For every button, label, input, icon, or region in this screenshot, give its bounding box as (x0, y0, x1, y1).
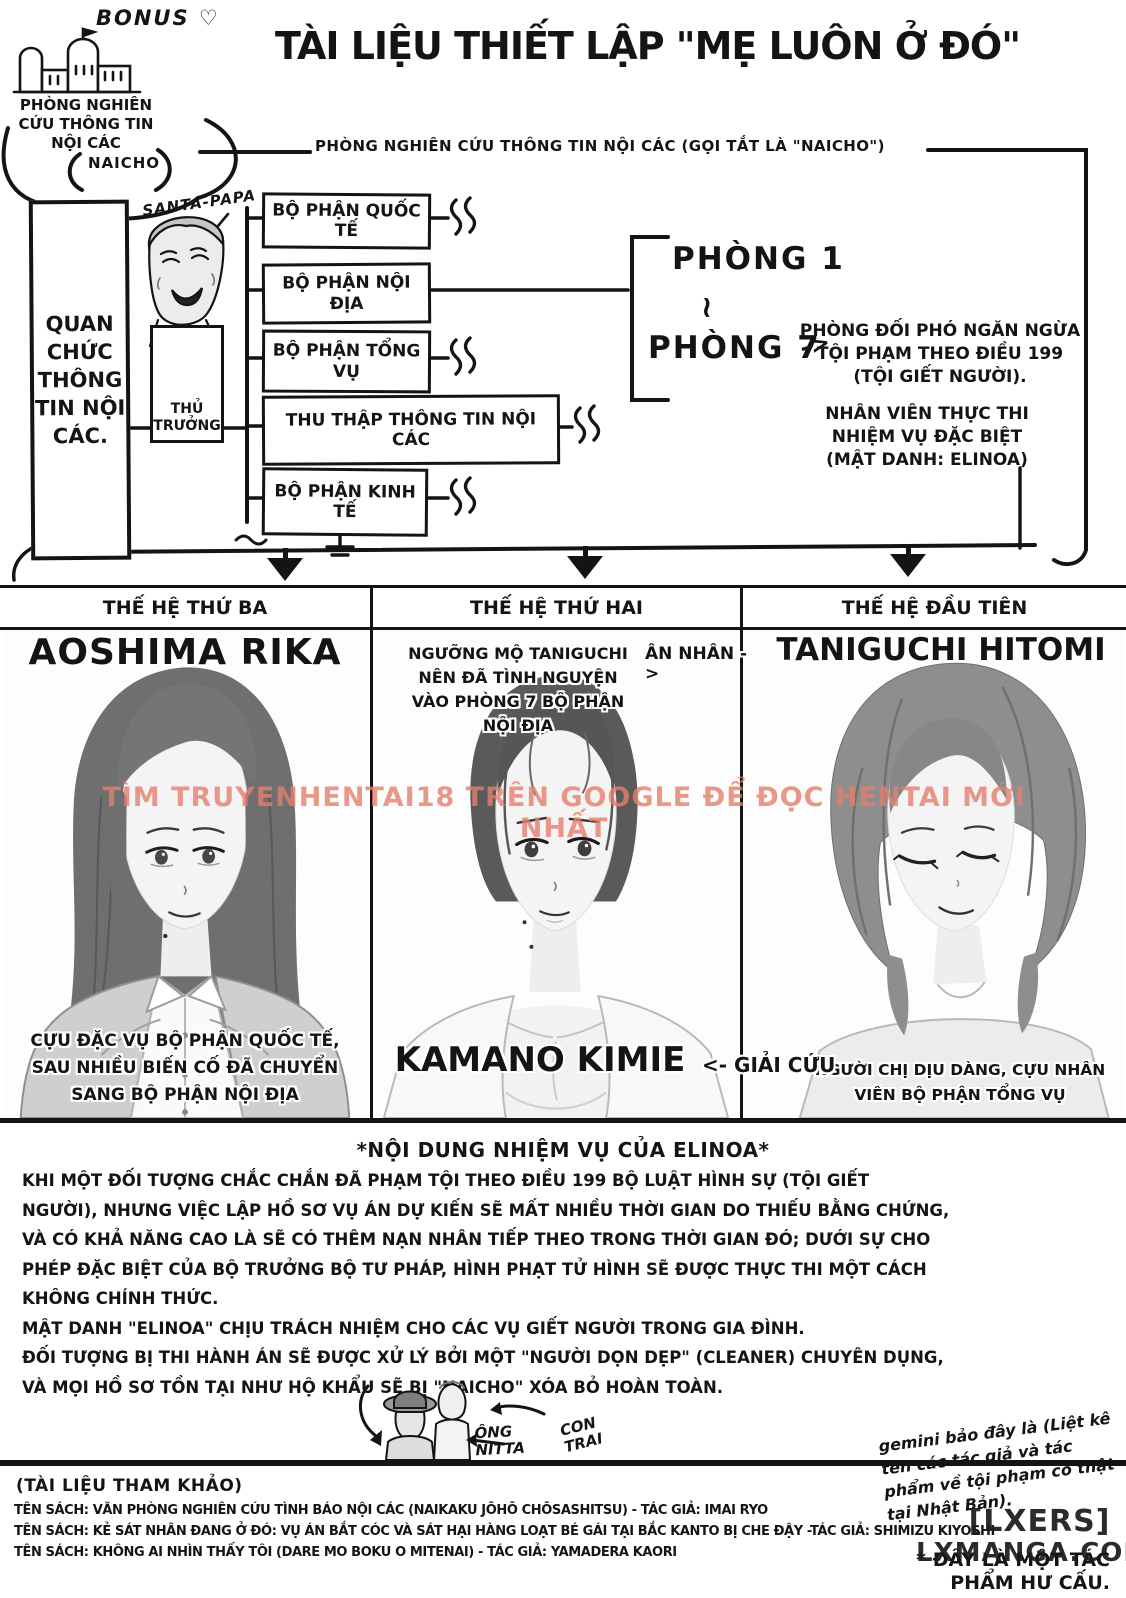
org-chart-lines (1, 27, 1088, 582)
dept-general-affairs: BỘ PHẬN TỔNG VỤ (261, 329, 432, 394)
site-watermark-lxers: [LXERS] (968, 1504, 1111, 1539)
site-watermark-lxmanga: LXMANGA.COM (916, 1538, 1126, 1568)
room-7-label: PHÒNG 7 (648, 330, 821, 366)
building-caption: PHÒNG NGHIÊN CỨU THÔNG TIN NỘI CÁC (18, 96, 154, 152)
room-1-label: PHÒNG 1 (672, 241, 845, 277)
column-header: THẾ HỆ THỨ BA (0, 588, 370, 630)
rooms-range-tilde: ~ (689, 294, 725, 321)
page-title: TÀI LIỆU THIẾT LẬP "MẸ LUÔN Ở ĐÓ" (274, 24, 1021, 68)
column-third-generation: THẾ HỆ THỨ BA (0, 588, 370, 1118)
footer-divider (0, 1460, 1126, 1466)
reference-book: TÊN SÁCH: VĂN PHÒNG NGHIÊN CỨU TÌNH BÁO … (14, 1503, 768, 1518)
ong-nitta-label: ÔNG NITTA (474, 1422, 526, 1460)
reference-book: TÊN SÁCH: KẺ SÁT NHÂN ĐANG Ở ĐÓ: VỤ ÁN B… (14, 1524, 995, 1539)
chief-box: THỦ TRƯỞNG (150, 325, 224, 443)
aoshima-caption: CỰU ĐẶC VỤ BỘ PHẬN QUỐC TẾ, SAU NHIỀU BI… (30, 1031, 340, 1105)
dept-domestic: BỘ PHẬN NỘI ĐỊA (261, 262, 432, 325)
column-header: THẾ HỆ THỨ HAI (373, 588, 740, 630)
redaction-squiggle-4 (449, 476, 477, 516)
dept-international: BỘ PHẬN QUỐC TẾ (261, 192, 432, 250)
naicho-bubble-label: NAICHO (87, 154, 161, 172)
kamano-note: NGƯỠNG MỘ TANIGUCHI NÊN ĐÃ TÌNH NGUYỆN V… (408, 644, 628, 735)
reference-book: TÊN SÁCH: KHÔNG AI NHÌN THẤY TÔI (DARE M… (14, 1545, 677, 1560)
redaction-squiggle-2 (449, 336, 477, 376)
redaction-squiggle-1 (449, 196, 477, 236)
benefactor-label: ÂN NHÂN -> (645, 644, 748, 684)
mission-heading: *NỘI DUNG NHIỆM VỤ CỦA ELINOA* (356, 1138, 770, 1162)
portrait-taniguchi-hitomi (744, 630, 1125, 1118)
character-name-taniguchi-hitomi: TANIGUCHI HITOMI (776, 632, 1106, 668)
portrait-aoshima-rika (2, 630, 368, 1118)
column-first-generation: THẾ HỆ ĐẦU TIÊN (740, 588, 1126, 1118)
mission-body: KHI MỘT ĐỐI TƯỢNG CHẮC CHẮN ĐÃ PHẠM TỘI … (22, 1171, 950, 1397)
bonus-label: BONUS ♡ (96, 6, 220, 30)
dept-economic: BỘ PHẬN KINH TẾ (261, 467, 429, 537)
special-agent-note: NHÂN VIÊN THỰC THI NHIỆM VỤ ĐẶC BIỆT (MẬ… (825, 404, 1029, 470)
generations-panel: THẾ HỆ THỨ BA (0, 585, 1126, 1123)
room-7-note: PHÒNG ĐỐI PHÓ NGĂN NGỪA TỘI PHẠM THEO ĐI… (799, 321, 1081, 387)
taniguchi-caption: NGƯỜI CHỊ DỊU DÀNG, CỰU NHÂN VIÊN BỘ PHẬ… (814, 1061, 1106, 1104)
down-arrows (267, 544, 926, 581)
fiction-disclaimer: * ĐÂY LÀ MỘT TÁC PHẨM HƯ CẤU. (916, 1549, 1110, 1594)
portrait-kamano-kimie (375, 630, 738, 1118)
building-icon (12, 27, 142, 94)
santa-papa-face (147, 212, 230, 359)
character-name-kamano-kimie: KAMANO KIMIE (394, 1040, 686, 1080)
son-figure (432, 1381, 472, 1461)
character-name-aoshima-rika: AOSHIMA RIKA (28, 632, 342, 673)
org-top-label: PHÒNG NGHIÊN CỨU THÔNG TIN NỘI CÁC (GỌI … (315, 137, 885, 155)
column-second-generation: THẾ HỆ THỨ HAI (370, 588, 740, 1118)
redaction-squiggle-3 (573, 404, 601, 444)
references-heading: (TÀI LIỆU THAM KHẢO) (16, 1476, 243, 1496)
father-figure (383, 1390, 437, 1461)
dept-intel-collection: THU THẬP THÔNG TIN NỘI CÁC (261, 394, 561, 466)
nitta-sketch (359, 1381, 546, 1461)
officials-box: QUAN CHỨC THÔNG TIN NỘI CÁC. (28, 199, 132, 561)
column-header: THẾ HỆ ĐẦU TIÊN (743, 588, 1126, 630)
site-watermark-center: TÌM TRUYENHENTAI18 TRÊN GOOGLE ĐỂ ĐỌC HE… (102, 782, 1026, 844)
rescue-label: <- GIẢI CỨU (702, 1053, 836, 1077)
